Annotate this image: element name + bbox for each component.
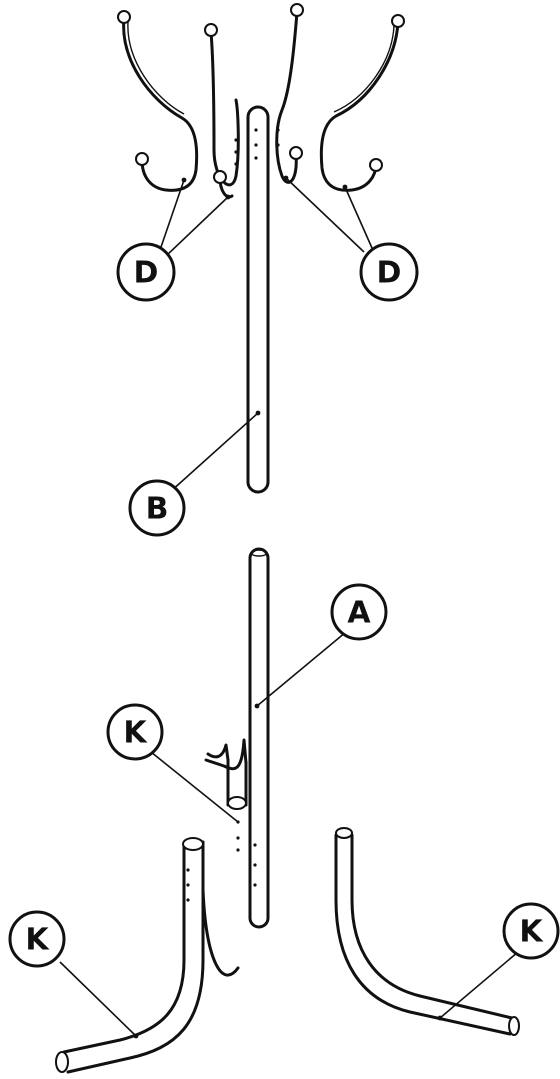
callout-d-left: D bbox=[116, 242, 176, 302]
leader-k-left bbox=[59, 961, 137, 1037]
leg-inner bbox=[204, 738, 248, 852]
callout-d-left-label: D bbox=[134, 256, 159, 291]
hook-inner-right bbox=[275, 3, 304, 184]
hook-far-right bbox=[319, 14, 405, 192]
callout-b-label: B bbox=[146, 492, 169, 527]
callout-a-label: A bbox=[347, 596, 371, 631]
callout-b: B bbox=[128, 479, 186, 537]
leader-a bbox=[256, 631, 347, 707]
leg-left bbox=[55, 837, 240, 1074]
callout-k-left-label: K bbox=[25, 923, 50, 958]
leader-b bbox=[169, 412, 259, 493]
leader-k-right bbox=[439, 951, 519, 1019]
callout-k-right-label: K bbox=[519, 915, 544, 950]
leader-k-inner bbox=[150, 751, 239, 823]
callout-d-right-label: D bbox=[377, 256, 402, 291]
lower-pole-a bbox=[248, 547, 270, 929]
hook-far-left bbox=[117, 10, 199, 192]
hook-inner-left bbox=[204, 23, 240, 200]
callout-k-left: K bbox=[8, 910, 66, 968]
callout-k-right: K bbox=[502, 902, 560, 960]
upper-pole-b bbox=[246, 105, 270, 494]
callout-k-inner: K bbox=[106, 703, 164, 761]
callout-k-inner-label: K bbox=[123, 716, 148, 751]
callout-d-right: D bbox=[359, 242, 419, 302]
leg-right bbox=[334, 827, 520, 1036]
callout-a: A bbox=[330, 583, 388, 641]
hook-leaders bbox=[159, 177, 373, 257]
